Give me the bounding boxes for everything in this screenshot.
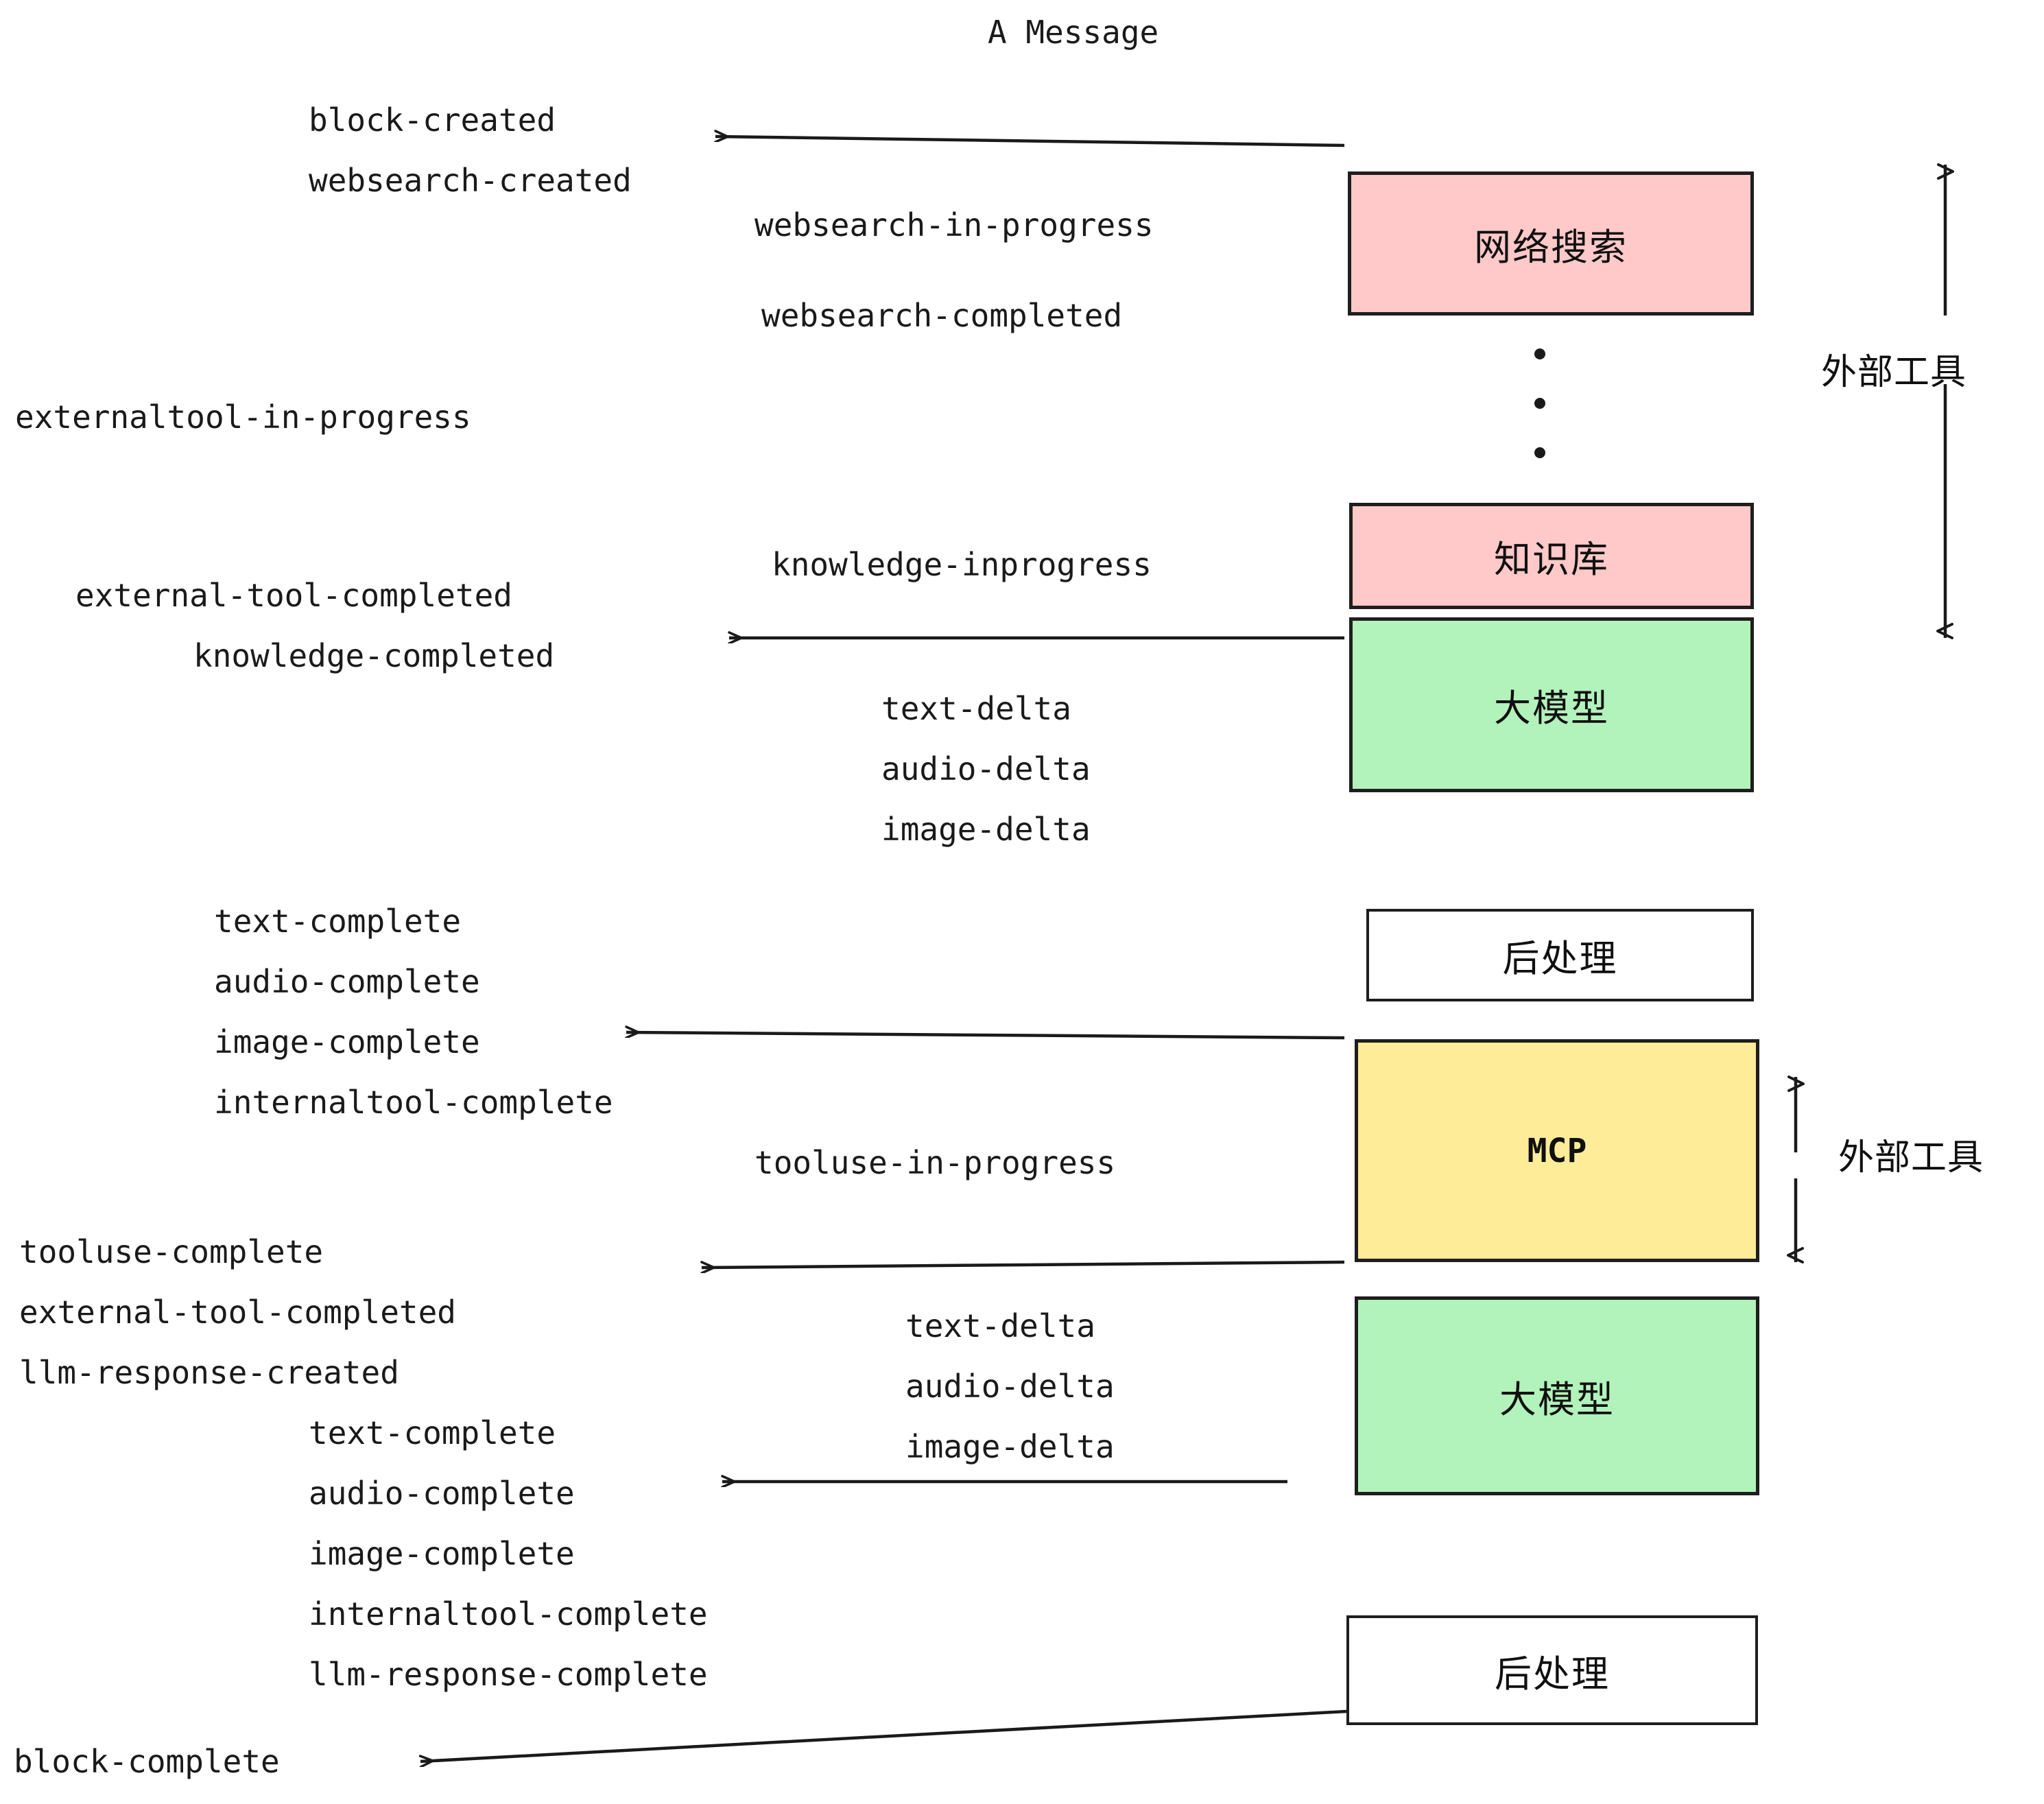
dot-2: [1534, 398, 1545, 409]
event-tooluse-in-progress: tooluse-in-progress: [754, 1144, 1116, 1181]
event-websearch-completed: websearch-completed: [761, 297, 1123, 334]
node-llm-2[interactable]: 大模型: [1355, 1296, 1759, 1495]
arrow-llm1-to-image-complete: [626, 1032, 1345, 1040]
event-tooluse-complete: tooluse-complete: [19, 1233, 324, 1270]
dot-3: [1534, 447, 1545, 458]
event-block-created: block-created: [309, 102, 556, 139]
event-image-complete-2: image-complete: [309, 1535, 575, 1572]
arrow-websearch-to-created: [715, 137, 1345, 147]
page-title: A Message: [988, 14, 1159, 51]
event-audio-complete-2: audio-complete: [309, 1475, 575, 1512]
ellipsis-dots: [1533, 348, 1547, 458]
event-image-delta-2: image-delta: [905, 1428, 1115, 1465]
event-internaltool-complete-1: internaltool-complete: [214, 1084, 613, 1121]
node-websearch[interactable]: 网络搜索: [1348, 171, 1754, 316]
node-mcp[interactable]: MCP: [1355, 1039, 1759, 1262]
event-external-tool-completed-2: external-tool-completed: [19, 1294, 456, 1331]
event-llm-response-complete: llm-response-complete: [309, 1656, 708, 1693]
event-websearch-created: websearch-created: [309, 162, 632, 199]
event-text-delta-2: text-delta: [905, 1307, 1095, 1344]
event-internaltool-complete-2: internaltool-complete: [309, 1595, 708, 1633]
event-external-tool-completed-1: external-tool-completed: [75, 577, 512, 614]
event-websearch-in-progress: websearch-in-progress: [754, 206, 1154, 244]
event-audio-delta-2: audio-delta: [905, 1368, 1115, 1405]
node-postprocess-2[interactable]: 后处理: [1346, 1615, 1758, 1725]
event-text-complete-2: text-complete: [309, 1414, 556, 1451]
node-knowledge[interactable]: 知识库: [1349, 503, 1754, 609]
node-postprocess-1[interactable]: 后处理: [1366, 909, 1754, 1001]
dot-1: [1534, 348, 1545, 359]
node-llm-2-label: 大模型: [1499, 1377, 1615, 1421]
event-knowledge-inprogress: knowledge-inprogress: [772, 546, 1152, 583]
node-knowledge-label: 知识库: [1494, 538, 1609, 581]
event-audio-delta-1: audio-delta: [881, 750, 1091, 787]
node-llm-1[interactable]: 大模型: [1349, 617, 1754, 792]
node-postprocess-2-label: 后处理: [1495, 1652, 1610, 1696]
event-text-delta-1: text-delta: [881, 690, 1071, 727]
side-label-top-text: 外部工具: [1821, 352, 1967, 393]
event-block-complete: block-complete: [14, 1743, 280, 1780]
arrow-post2-to-block-complete: [420, 1709, 1347, 1761]
arrow-mcp-to-tooluse-complete: [702, 1260, 1345, 1268]
side-label-external-tool-top: 外部工具: [1821, 343, 1966, 394]
event-image-complete-1: image-complete: [214, 1023, 480, 1060]
node-postprocess-1-label: 后处理: [1502, 937, 1618, 980]
event-externaltool-in-progress: externaltool-in-progress: [15, 399, 471, 436]
node-mcp-label: MCP: [1527, 1131, 1587, 1170]
side-label-external-tool-bottom: 外部工具: [1838, 1128, 1984, 1180]
node-llm-1-label: 大模型: [1494, 687, 1609, 730]
event-knowledge-completed: knowledge-completed: [193, 637, 555, 674]
event-audio-complete-1: audio-complete: [214, 963, 480, 1000]
event-text-complete-1: text-complete: [214, 903, 462, 940]
event-image-delta-1: image-delta: [881, 811, 1091, 848]
side-label-bottom-text: 外部工具: [1838, 1137, 1984, 1178]
event-llm-response-created: llm-response-created: [19, 1354, 399, 1391]
node-websearch-label: 网络搜索: [1474, 225, 1628, 269]
